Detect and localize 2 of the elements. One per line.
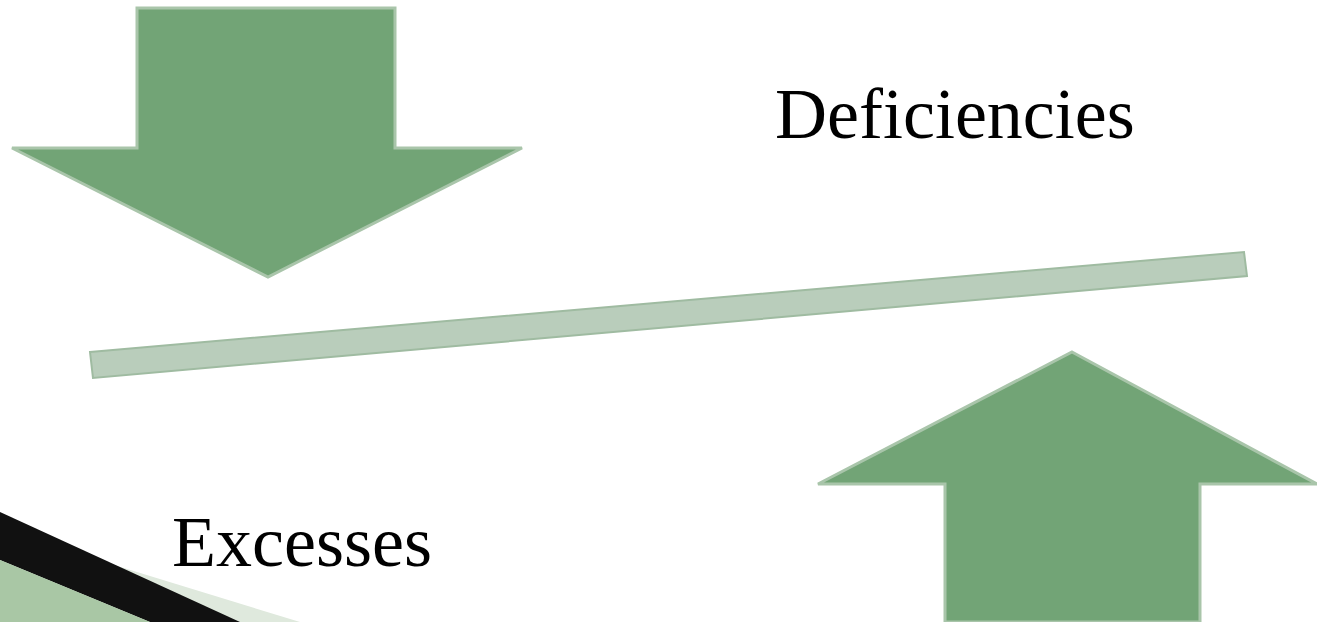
heading-text: Deficiencies — [775, 78, 1135, 150]
heading-text: Excesses — [172, 506, 432, 578]
